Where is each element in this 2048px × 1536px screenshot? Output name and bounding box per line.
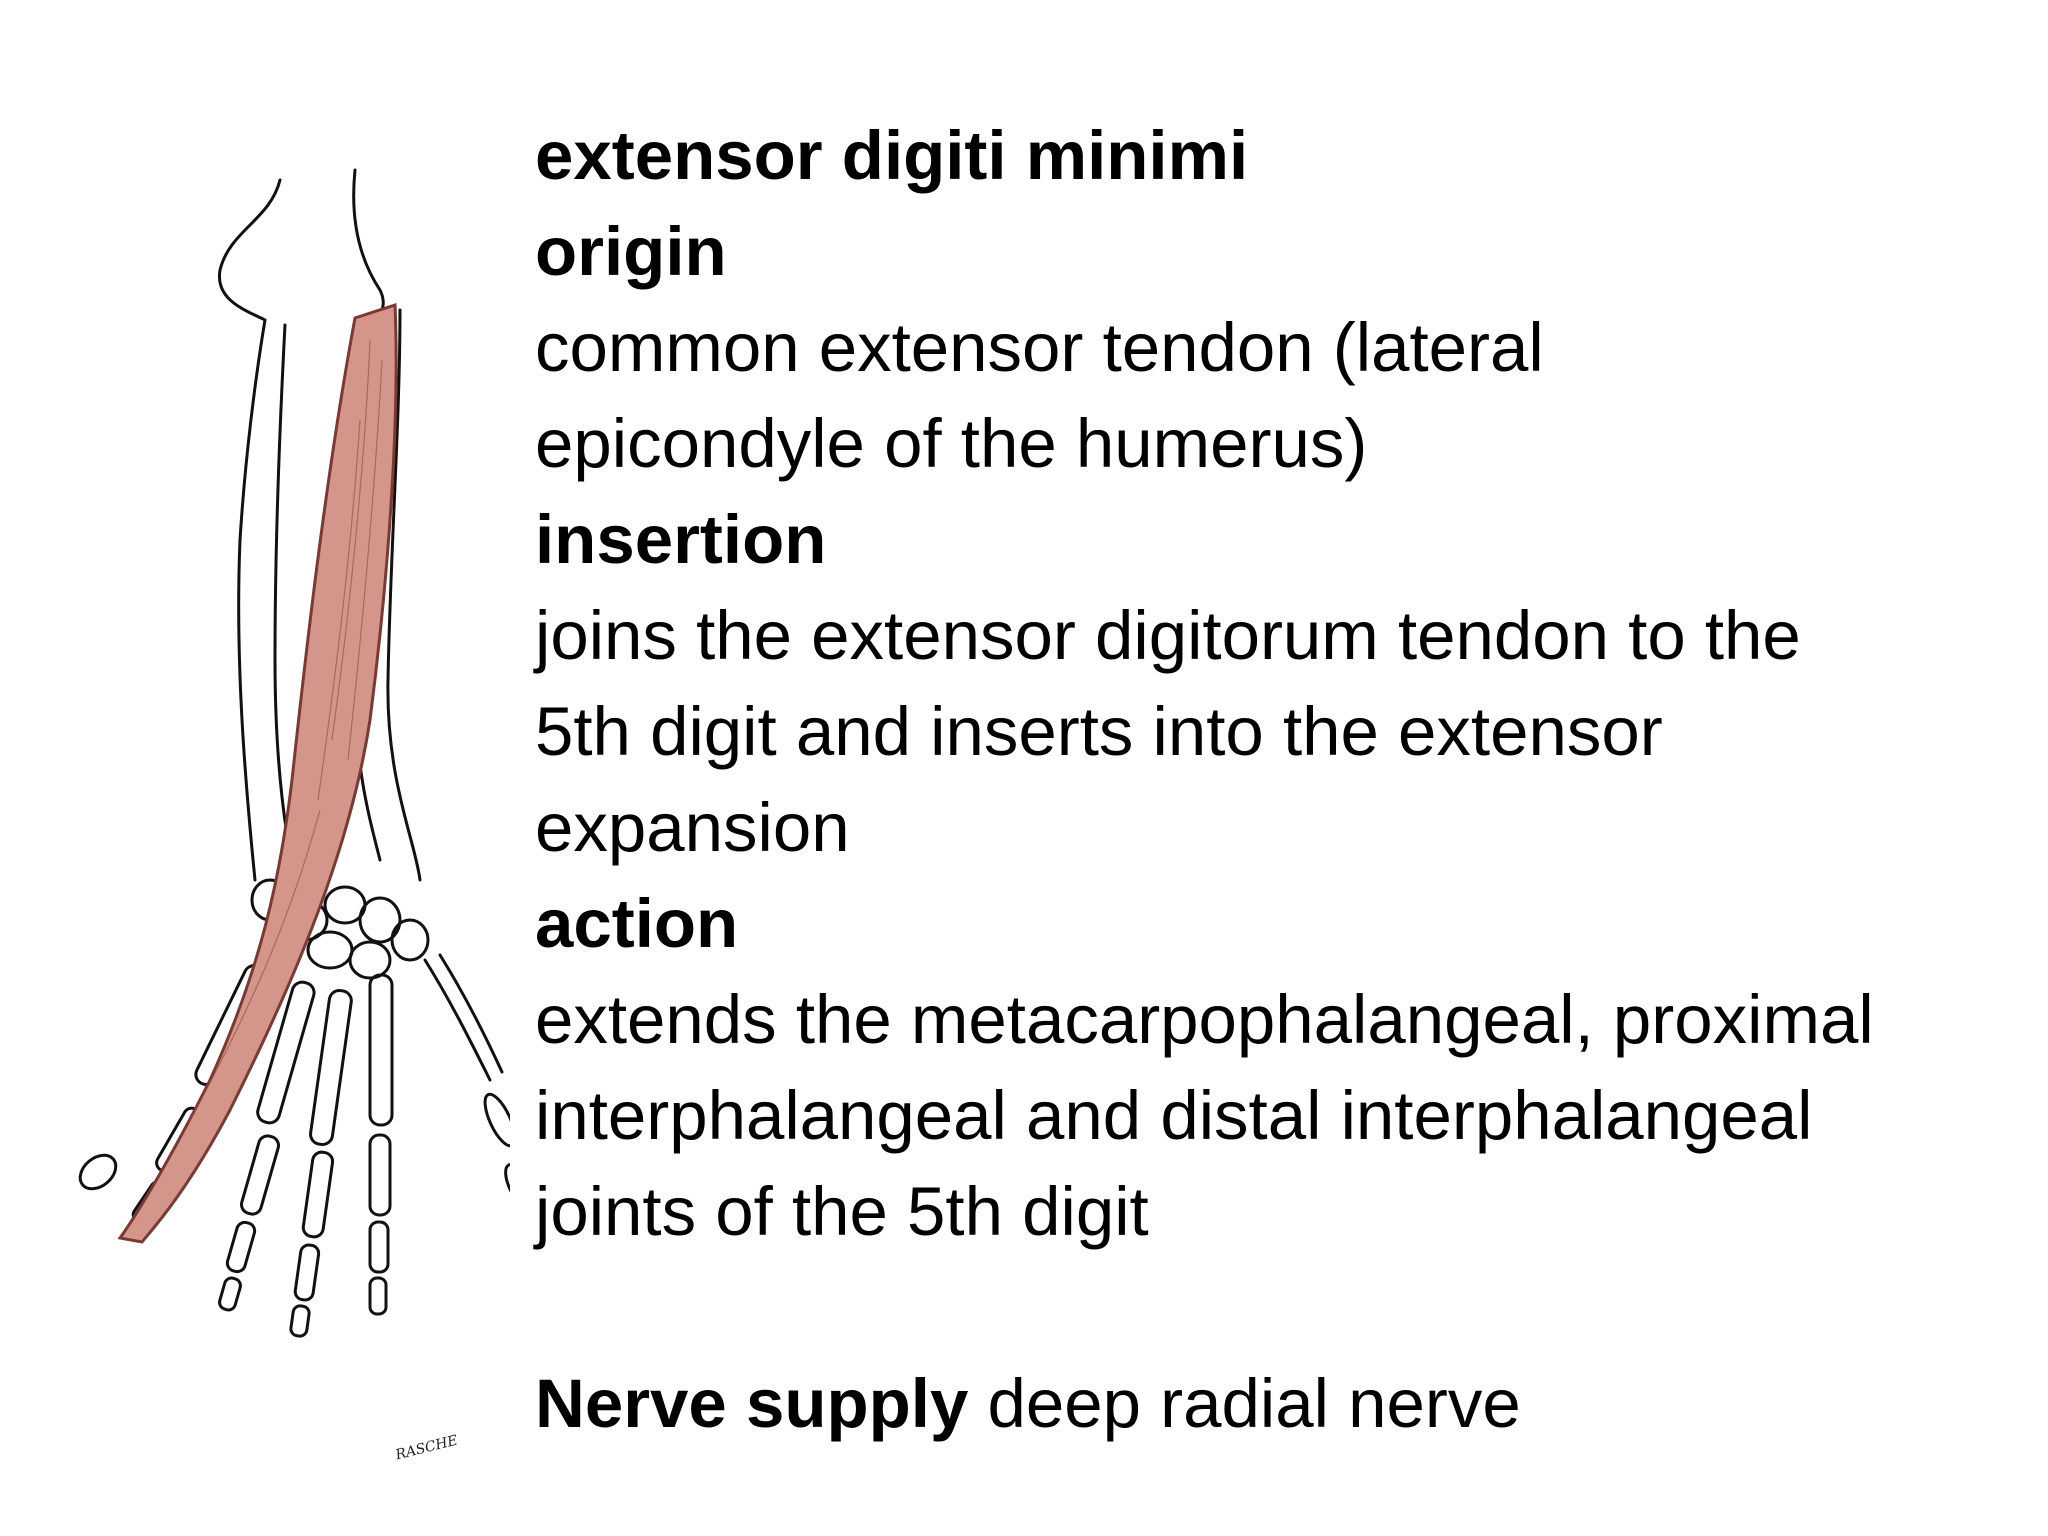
action-line: extends the metacarpophalangeal, proxima…	[535, 981, 1874, 1058]
forearm-skeleton-drawing	[78, 168, 532, 1338]
origin-line: epicondyle of the humerus)	[535, 405, 1368, 482]
illustrator-signature: RASCHE	[394, 1432, 460, 1464]
nerve-supply: Nerve supply deep radial nerve	[535, 1356, 2015, 1452]
nerve-supply-label: Nerve supply	[535, 1365, 969, 1442]
nerve-supply-value: deep radial nerve	[987, 1365, 1521, 1442]
action-line: joints of the 5th digit	[535, 1173, 1149, 1250]
origin-line: common extensor tendon (lateral	[535, 309, 1544, 386]
origin-heading: origin	[535, 213, 727, 290]
insertion-line: expansion	[535, 789, 850, 866]
spacer	[535, 1260, 2015, 1356]
forearm-illustration: RASCHE	[70, 160, 532, 1463]
muscle-shape	[117, 302, 398, 1244]
action-line: interphalangeal and distal interphalange…	[535, 1077, 1813, 1154]
action-heading: action	[535, 885, 739, 962]
insertion-line: joins the extensor digitorum tendon to t…	[535, 597, 1801, 674]
insertion-heading: insertion	[535, 501, 827, 578]
insertion-line: 5th digit and inserts into the extensor	[535, 693, 1663, 770]
muscle-title: extensor digiti minimi	[535, 117, 1249, 194]
muscle-info: extensor digiti minimi origin common ext…	[535, 108, 2015, 1452]
